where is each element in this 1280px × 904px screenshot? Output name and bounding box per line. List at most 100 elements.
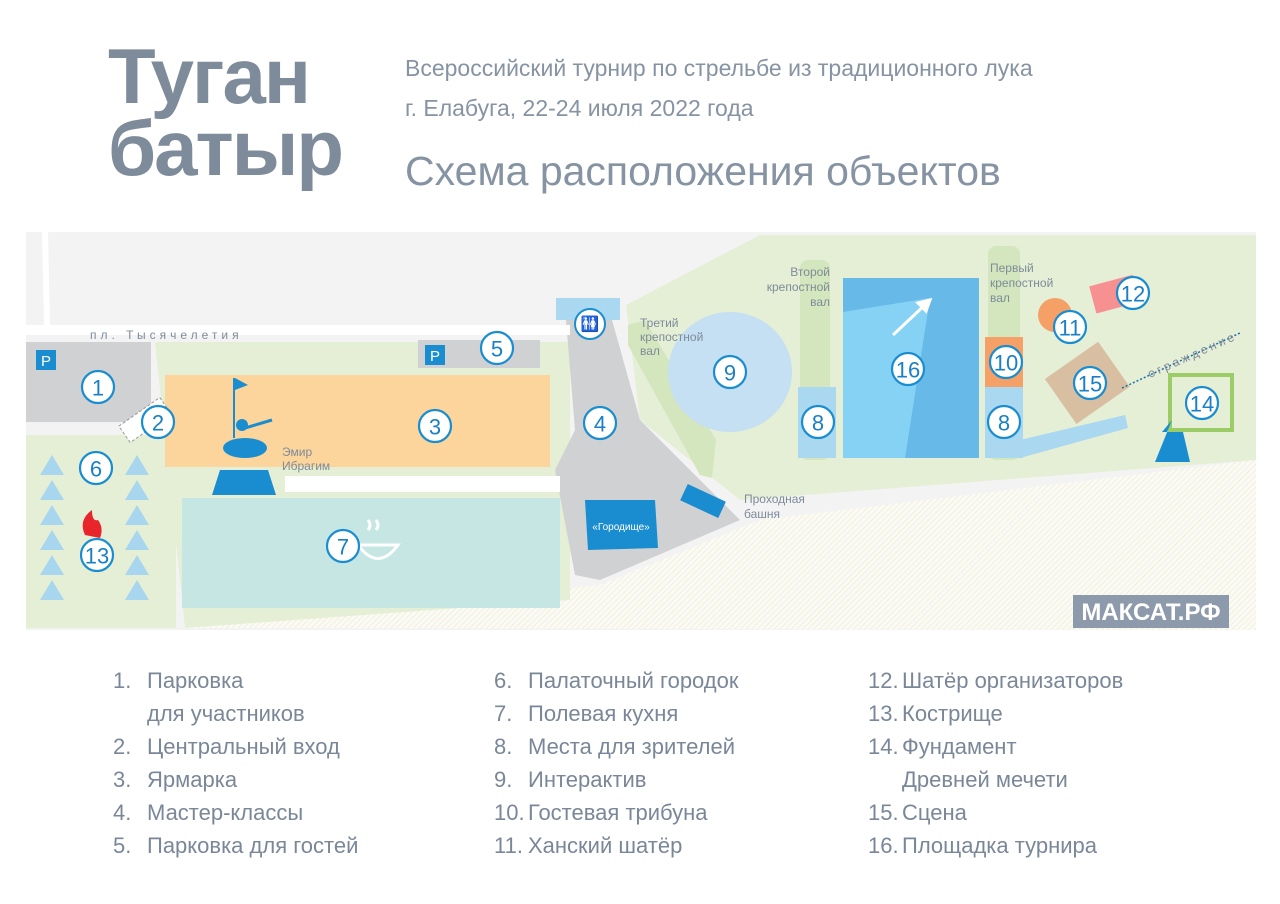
third-wall-label-1: Третий [640, 316, 679, 330]
legend-number: 11. [494, 833, 523, 858]
parking-icon-1-label: P [41, 353, 51, 370]
legend-text: Центральный вход [147, 734, 340, 759]
brand-label: МАКСАТ.РФ [1081, 599, 1220, 626]
legend-text: Фундамент [902, 734, 1017, 759]
map-marker-13: 13 [79, 537, 115, 573]
statue-label-1: Эмир [282, 445, 312, 459]
statue-label-2: Ибрагим [282, 459, 330, 473]
legend-number: 12. [868, 668, 899, 693]
field-kitchen-area [182, 498, 560, 608]
brand-badge [1073, 595, 1229, 628]
legend-number: 7. [494, 701, 513, 726]
legend-item: 16.Площадка турнира [868, 829, 1123, 862]
tower-label-2: башня [744, 507, 780, 521]
map-marker-15: 15 [1072, 365, 1108, 401]
legend-text-continued: Древней мечети [902, 767, 1068, 792]
legend-item: 4. Мастер-классы [113, 796, 358, 829]
map-marker-label: 8 [812, 411, 824, 436]
statue-icon [212, 378, 276, 495]
gorodishche-building: «Городище» [585, 500, 658, 550]
legend-number: 3. [113, 767, 132, 792]
third-wall-label-2: крепостной [640, 330, 703, 344]
legend-item: 13.Кострище [868, 697, 1123, 730]
map-marker-9: 9 [712, 354, 748, 390]
map-marker-8: 8 [986, 404, 1022, 440]
map-marker-7: 7 [325, 528, 361, 564]
tent-icons [40, 455, 149, 600]
legend-text: Гостевая трибуна [528, 800, 708, 825]
map-marker-8: 8 [800, 404, 836, 440]
subtitle-place-date: г. Елабуга, 22-24 июля 2022 года [405, 95, 754, 121]
legend-text: Места для зрителей [528, 734, 735, 759]
legend-text: Сцена [902, 800, 967, 825]
site-map: пл. Тысячелетия 🚻 P P Эмир Ибрагим «Горо… [26, 232, 1256, 630]
campfire-icon [82, 510, 102, 538]
map-marker-6: 6 [78, 450, 114, 486]
legend-number: 8. [494, 734, 513, 759]
legend-item: 3.Ярмарка [113, 763, 358, 796]
legend-text: Парковка для гостей [147, 833, 359, 858]
map-marker-label: 10 [994, 351, 1018, 376]
map-marker-label: 1 [92, 376, 104, 401]
third-wall-label-3: вал [640, 344, 660, 358]
second-wall-label-2: крепостной [767, 280, 830, 294]
map-marker-4: 4 [582, 405, 618, 441]
arrow-icon [891, 297, 933, 337]
logo-line-1: Туган [108, 32, 311, 120]
map-marker-label: 12 [1121, 282, 1145, 307]
legend-item: 8. Места для зрителей [494, 730, 739, 763]
map-marker-2: 2 [140, 404, 176, 440]
gorodishche-label: «Городище» [592, 522, 650, 533]
map-marker-label: 9 [724, 361, 736, 386]
map-marker-label: 16 [896, 358, 920, 383]
legend-text: Мастер-классы [147, 800, 304, 825]
legend-text: Шатёр организаторов [902, 668, 1124, 693]
legend-text: Кострище [902, 701, 1003, 726]
passage-tower [680, 483, 726, 519]
map-marker-label: 11 [1059, 316, 1082, 341]
legend-item: 6.Палаточный городок [494, 664, 739, 697]
legend-item: 5. Парковка для гостей [113, 829, 358, 862]
legend-text: Полевая кухня [528, 701, 679, 726]
legend-number: 4. [113, 800, 132, 825]
legend-number: 2. [113, 734, 132, 759]
first-wall-label-2: крепостной [990, 276, 1053, 290]
second-wall-label-1: Второй [790, 265, 830, 279]
legend-item: 14.Фундамент [868, 730, 1123, 763]
legend-item: 12.Шатёр организаторов [868, 664, 1123, 697]
logo-line-2: батыр [108, 104, 344, 192]
legend-item: 11.Ханский шатёр [494, 829, 739, 862]
page-title: Схема расположения объектов [405, 148, 1001, 194]
legend-text-continued: для участников [147, 701, 305, 726]
map-marker-label: 3 [429, 415, 441, 440]
toilet-icon: 🚻 [574, 308, 606, 340]
legend-item: 2. Центральный вход [113, 730, 358, 763]
map-marker-label: 13 [85, 544, 109, 569]
legend-text: Парковка [147, 668, 244, 693]
parking-icon-5 [425, 345, 445, 365]
legend-text: Площадка турнира [902, 833, 1097, 858]
legend-number: 16. [868, 833, 899, 858]
legend-number: 5. [113, 833, 132, 858]
legend-number: 10. [494, 800, 525, 825]
mosque-foundation [1168, 373, 1234, 432]
legend-text: Интерактив [528, 767, 647, 792]
map-marker-1: 1 [80, 369, 116, 405]
fence-line [1121, 332, 1241, 389]
subtitle-event: Всероссийский турнир по стрельбе из трад… [405, 55, 1033, 81]
map-marker-11: 11 [1052, 309, 1088, 345]
legend-number: 14. [868, 734, 899, 759]
svg-text:🚻: 🚻 [581, 315, 600, 333]
legend-column-2: 6.Палаточный городок 7. Полевая кухня 8. Мес… [494, 664, 739, 862]
legend-item: 7. Полевая кухня [494, 697, 739, 730]
legend-number: 13. [868, 701, 899, 726]
map-marker-16: 16 [890, 351, 926, 387]
map-marker-label: 14 [1190, 392, 1214, 417]
legend-item: 9.Интерактив [494, 763, 739, 796]
map-marker-5: 5 [479, 330, 515, 366]
legend-item: 10.Гостевая трибуна [494, 796, 739, 829]
soup-bowl-icon [355, 519, 401, 560]
fair-area [165, 375, 550, 467]
